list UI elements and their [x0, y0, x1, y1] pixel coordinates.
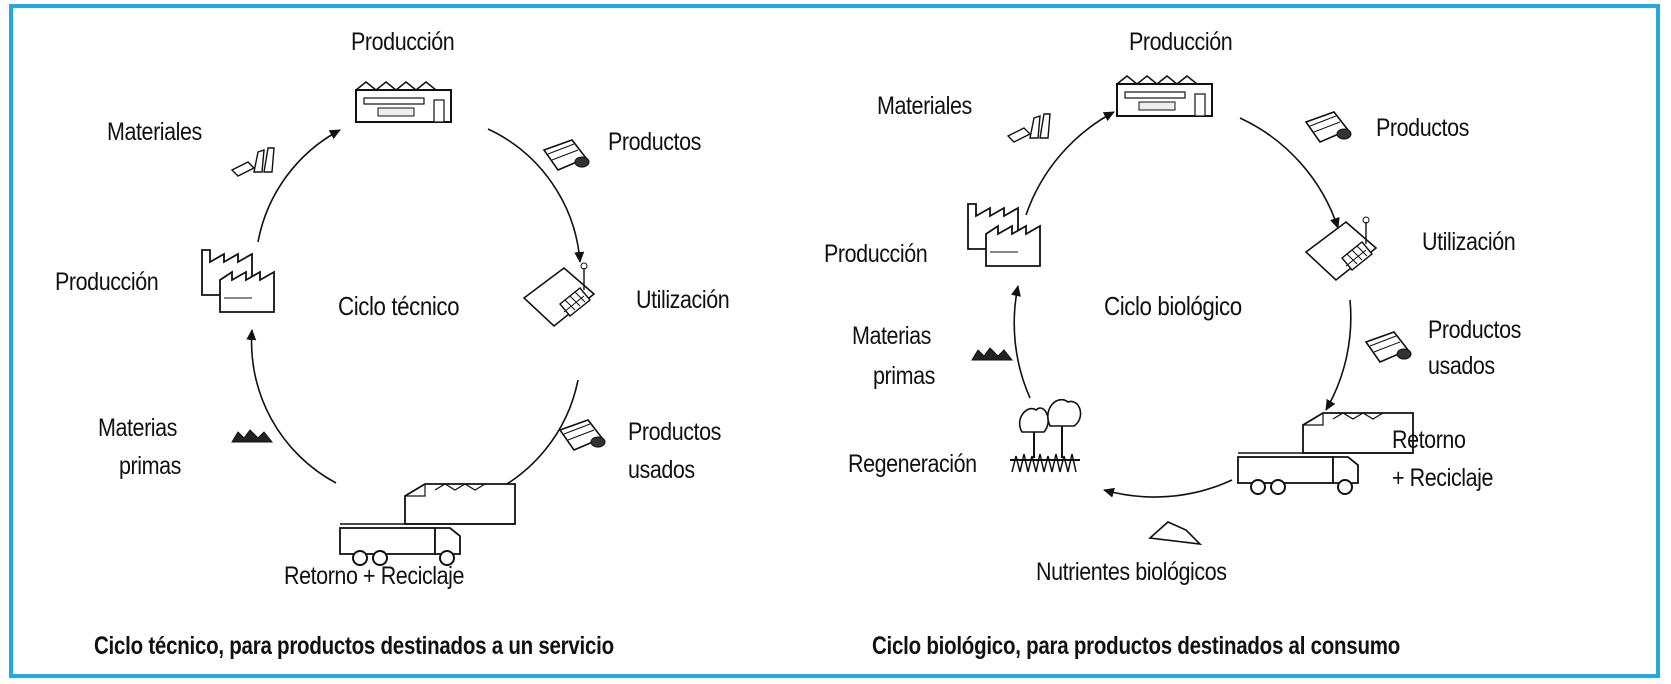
- label-nutrients: Nutrientes biológicos: [1036, 558, 1227, 586]
- label-use: Utilización: [636, 286, 730, 314]
- supplier-factory-icon: [201, 249, 275, 313]
- label-used-products-2: usados: [628, 456, 695, 484]
- paper-roll-icon: [1305, 111, 1352, 143]
- material-pieces-icon: [1007, 113, 1051, 143]
- diagram-frame: [9, 4, 1660, 678]
- label-production-side: Producción: [824, 240, 928, 268]
- label-raw-materials-1: Materias: [98, 414, 178, 442]
- label-production-top: Producción: [1129, 28, 1233, 56]
- right-cycle: [967, 75, 1414, 546]
- label-regeneration: Regeneración: [848, 450, 977, 478]
- label-used-products-1: Productos: [628, 418, 721, 446]
- factory-icon: [355, 81, 452, 123]
- truck-icon: [339, 483, 516, 566]
- label-materials: Materiales: [877, 92, 972, 120]
- label-return: Retorno + Reciclaje: [284, 562, 465, 590]
- label-return-2: + Reciclaje: [1392, 464, 1494, 492]
- caption-biological: Ciclo biológico, para productos destinad…: [872, 632, 1401, 660]
- tablet-icon: [523, 262, 595, 327]
- label-use: Utilización: [1422, 228, 1516, 256]
- material-pieces-icon: [231, 147, 275, 177]
- trees-icon: [1010, 399, 1082, 473]
- label-raw-materials-2: primas: [119, 452, 181, 480]
- label-return-1: Retorno: [1392, 426, 1466, 454]
- label-used-products-2: usados: [1428, 352, 1495, 380]
- center-label-biological: Ciclo biológico: [1104, 291, 1242, 321]
- paper-roll-icon: [543, 139, 590, 171]
- label-materials: Materiales: [107, 118, 202, 146]
- label-products: Productos: [1376, 114, 1469, 142]
- label-raw-materials-2: primas: [873, 362, 935, 390]
- label-production-side: Producción: [55, 268, 159, 296]
- raw-material-pile-icon: [971, 347, 1013, 361]
- label-raw-materials-1: Materias: [852, 322, 932, 350]
- paper-roll-icon: [1365, 331, 1412, 363]
- tablet-icon: [1305, 216, 1377, 281]
- factory-icon: [1116, 75, 1213, 117]
- supplier-factory-icon: [967, 203, 1041, 267]
- label-production-top: Producción: [351, 28, 455, 56]
- label-used-products-1: Productos: [1428, 316, 1521, 344]
- nutrient-pile-icon: [1148, 521, 1203, 546]
- center-label-technical: Ciclo técnico: [338, 291, 460, 321]
- label-products: Productos: [608, 128, 701, 156]
- paper-roll-icon: [559, 419, 606, 451]
- caption-technical: Ciclo técnico, para productos destinados…: [94, 632, 614, 660]
- raw-material-pile-icon: [231, 429, 273, 443]
- truck-icon: [1237, 412, 1414, 495]
- left-cycle: [201, 81, 606, 566]
